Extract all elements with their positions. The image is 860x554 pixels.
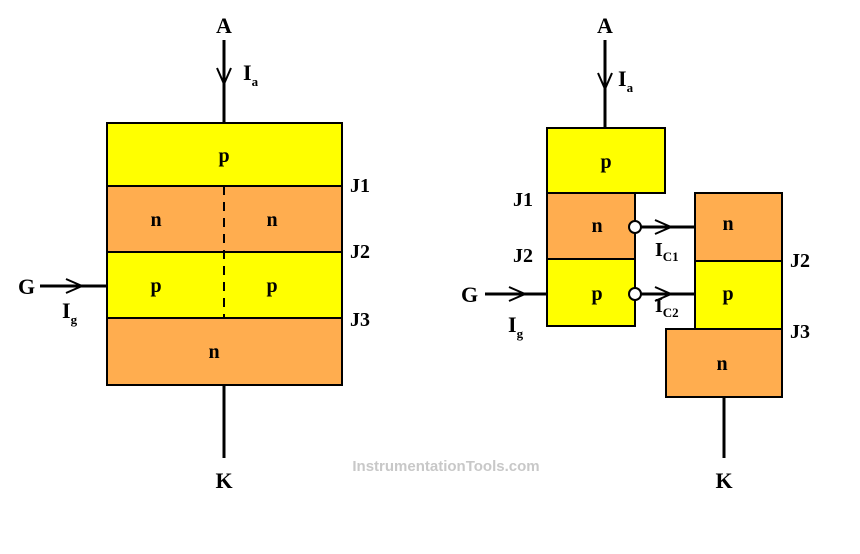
right-t2-n-top [694,192,783,262]
right-t2-top-label: n [722,213,733,235]
left-j2-label: J2 [350,241,370,263]
left-j1-label: J1 [350,175,370,197]
left-cathode-label: K [215,468,232,493]
right-ia-label: Ia [618,66,634,95]
left-layer3b-label: p [266,275,277,297]
right-j1-label: J1 [513,189,533,211]
right-ic1-arrow [654,219,674,235]
left-layer-p-top [106,122,343,187]
left-layer3a-label: p [150,275,161,297]
right-j3-label: J3 [790,321,810,343]
left-structure: A Ia p n n p p n J1 J2 J3 G Ig K [18,13,370,493]
left-layer-n-bottom [106,317,343,386]
right-t1-p-bottom [546,258,636,327]
right-ig-arrow [508,286,528,302]
right-t2-p-mid [694,260,783,330]
right-j2-right-label: J2 [790,250,810,272]
right-j2-left-label: J2 [513,245,533,267]
left-layer2b-label: n [266,209,277,231]
left-ig-arrow [65,278,85,294]
left-layer1-label: p [218,145,229,167]
right-t1-n-mid [546,192,636,260]
left-layer4-label: n [208,341,219,363]
left-ig-label: Ig [62,298,78,327]
left-anode-label: A [216,13,232,38]
right-ic2-arrow [654,286,674,302]
right-ic1-node [628,220,642,234]
right-t1-top-label: p [600,151,611,173]
right-t2-bot-label: n [716,353,727,375]
right-cathode-label: K [715,468,732,493]
right-anode-label: A [597,13,613,38]
left-gate-label: G [18,274,35,299]
left-layer2a-label: n [150,209,161,231]
right-t1-bot-label: p [591,283,602,305]
watermark-text: InstrumentationTools.com [352,458,539,475]
right-ic2-label: IC2 [655,295,679,320]
right-ic2-node [628,287,642,301]
right-structure: A Ia p n p n p n J1 J2 J2 J3 IC1 IC2 G I… [461,13,810,493]
left-ia-arrow [216,67,232,87]
right-ic1-label: IC1 [655,239,679,264]
right-t2-mid-label: p [722,283,733,305]
right-gate-label: G [461,282,478,307]
left-ia-label: Ia [243,60,259,89]
right-ia-arrow [597,72,613,92]
right-t1-mid-label: n [591,215,602,237]
left-j3-label: J3 [350,309,370,331]
right-ig-label: Ig [508,312,524,341]
